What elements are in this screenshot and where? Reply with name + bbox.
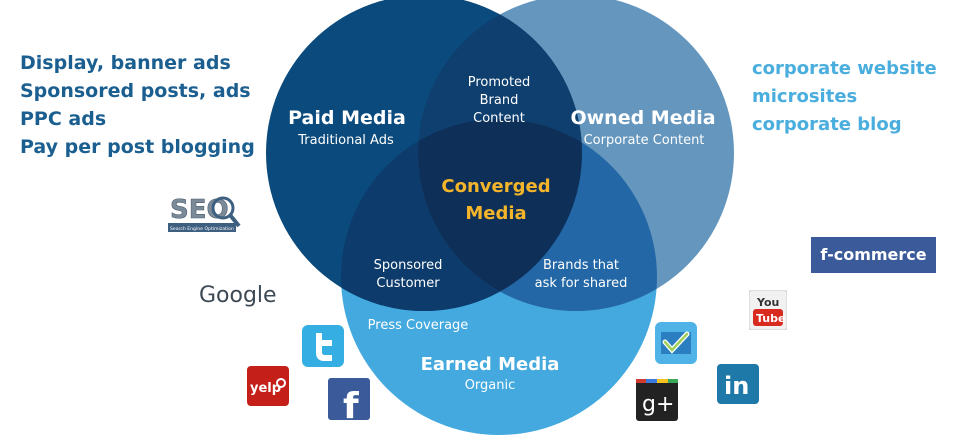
google-plus-text: g+ bbox=[642, 392, 674, 417]
owned-earned-label: Brands that bbox=[543, 258, 619, 273]
youtube-logo: You Tube bbox=[748, 289, 788, 331]
google-logo: Google bbox=[197, 276, 287, 312]
facebook-icon-text: f bbox=[343, 386, 359, 420]
linkedin-icon: in bbox=[717, 364, 759, 404]
converged-media-label: Media bbox=[465, 203, 526, 224]
paid-owned-label: Promoted bbox=[468, 75, 531, 90]
owned-example-item: microsites bbox=[752, 86, 858, 107]
owned-earned-label: ask for shared bbox=[535, 276, 628, 291]
seo-logo-subtitle: Search Engine Optimization bbox=[170, 226, 234, 232]
paid-owned-label: Content bbox=[473, 111, 525, 126]
paid-example-item: Sponsored posts, ads bbox=[20, 80, 251, 102]
youtube-logo-bottom: Tube bbox=[756, 312, 785, 325]
linkedin-icon-text: in bbox=[724, 372, 749, 400]
paid-media-subtitle: Traditional Ads bbox=[297, 133, 394, 148]
checkin-icon bbox=[655, 322, 697, 364]
f-commerce-text: f-commerce bbox=[820, 245, 927, 264]
converged-media-label: Converged bbox=[441, 176, 550, 197]
owned-media-examples: corporate website microsites corporate b… bbox=[752, 55, 937, 139]
yelp-logo-text: yelp bbox=[250, 381, 281, 396]
paid-earned-label: Customer bbox=[376, 276, 440, 291]
paid-media-examples: Display, banner ads Sponsored posts, ads… bbox=[20, 49, 255, 161]
owned-example-item: corporate blog bbox=[752, 114, 902, 135]
f-commerce-badge: f-commerce bbox=[811, 237, 936, 273]
paid-earned-label: Sponsored bbox=[374, 258, 443, 273]
earned-media-subtitle: Organic bbox=[465, 378, 516, 393]
google-plus-icon: g+ bbox=[636, 379, 678, 421]
owned-media-subtitle: Corporate Content bbox=[584, 133, 705, 148]
earned-media-title: Earned Media bbox=[421, 354, 560, 375]
paid-example-item: PPC ads bbox=[20, 108, 107, 130]
google-logo-text: Google bbox=[199, 283, 277, 308]
paid-example-item: Display, banner ads bbox=[20, 52, 231, 74]
paid-owned-label: Brand bbox=[480, 93, 519, 108]
youtube-logo-top: You bbox=[756, 296, 779, 309]
paid-media-title: Paid Media bbox=[288, 107, 406, 129]
owned-example-item: corporate website bbox=[752, 58, 937, 79]
facebook-icon: f bbox=[328, 378, 370, 427]
twitter-icon bbox=[302, 325, 344, 367]
yelp-logo: yelp bbox=[247, 366, 289, 406]
paid-example-item: Pay per post blogging bbox=[20, 136, 255, 158]
seo-logo: SEO Search Engine Optimization bbox=[166, 192, 246, 236]
owned-media-title: Owned Media bbox=[570, 107, 715, 129]
press-coverage-label: Press Coverage bbox=[368, 318, 469, 333]
